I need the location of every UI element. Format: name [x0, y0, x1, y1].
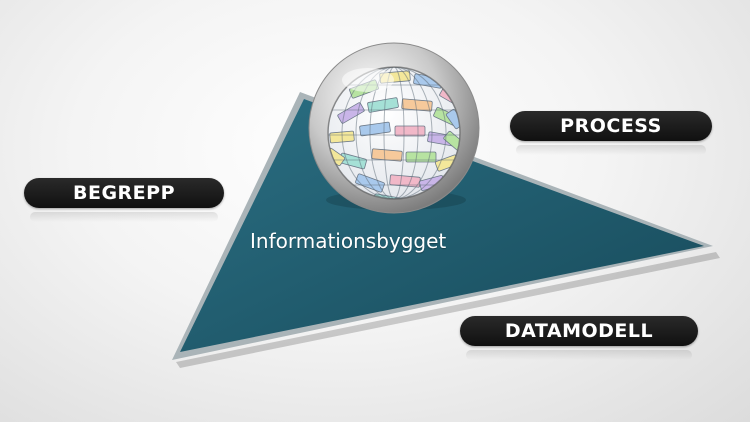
sphere-tile — [401, 98, 433, 112]
sphere-meridian — [355, 67, 433, 199]
begrepp-label-text: BEGREPP — [72, 182, 176, 204]
sphere-tile — [367, 97, 399, 113]
triangle-shadow — [176, 252, 720, 368]
sphere-tile — [359, 121, 391, 137]
datamodell-label-text: DATAMODELL — [504, 320, 654, 342]
sphere-tile — [355, 173, 385, 193]
process-label-text: PROCESS — [560, 115, 662, 137]
begrepp-label: BEGREPP — [24, 178, 224, 222]
triangle — [180, 99, 704, 352]
sphere-tile — [371, 148, 403, 162]
sphere-meridian — [341, 67, 447, 199]
sphere-tile — [337, 102, 365, 124]
sphere-of-colored-tiles-icon — [308, 42, 480, 214]
process-label: PROCESS — [510, 111, 712, 155]
sphere-meridian — [383, 67, 405, 199]
center-label: Informationsbygget — [250, 229, 447, 253]
sphere-meridian — [369, 67, 419, 199]
datamodell-label: DATAMODELL — [460, 316, 698, 360]
